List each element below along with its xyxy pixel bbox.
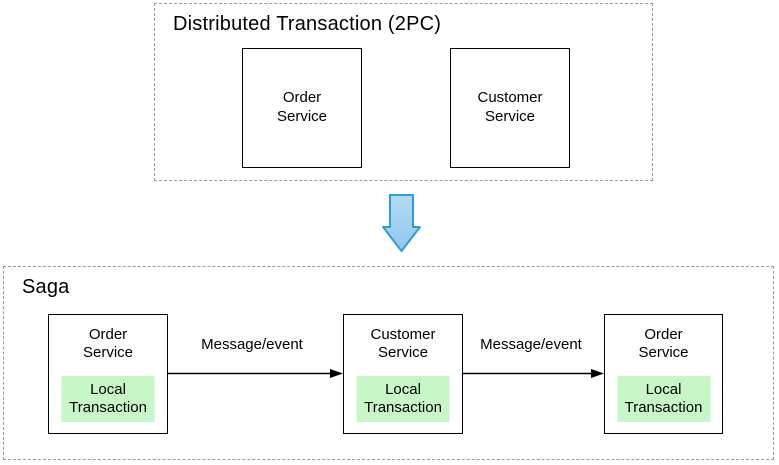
service-label: Order Service bbox=[638, 326, 689, 362]
two-pc-title: Distributed Transaction (2PC) bbox=[173, 13, 442, 35]
saga-container: Saga Order Service Local Transaction Mes… bbox=[3, 266, 774, 460]
service-label: Customer Service bbox=[477, 89, 543, 125]
two-pc-customer-service-box: Customer Service bbox=[450, 48, 570, 168]
local-transaction-label: Local Transaction bbox=[69, 381, 147, 416]
service-label: Order Service bbox=[82, 326, 134, 362]
edge-label-message-event-1: Message/event bbox=[201, 336, 303, 353]
saga-title: Saga bbox=[22, 276, 70, 298]
saga-order-service-box-1: Order Service Local Transaction bbox=[48, 314, 168, 434]
saga-customer-service-box: Customer Service Local Transaction bbox=[343, 314, 463, 434]
message-arrow-2 bbox=[463, 369, 604, 378]
saga-order-service-box-2: Order Service Local Transaction bbox=[604, 314, 723, 434]
two-pc-order-service-box: Order Service bbox=[242, 48, 362, 168]
local-transaction-box: Local Transaction bbox=[61, 376, 155, 422]
two-pc-container: Distributed Transaction (2PC) Order Serv… bbox=[154, 3, 653, 181]
edge-label-message-event-2: Message/event bbox=[480, 336, 582, 353]
local-transaction-label: Local Transaction bbox=[624, 381, 703, 416]
message-arrow-1 bbox=[168, 369, 343, 378]
local-transaction-box: Local Transaction bbox=[356, 376, 450, 422]
service-label: Customer Service bbox=[370, 326, 436, 362]
service-label: Order Service bbox=[276, 89, 328, 125]
down-arrow-icon bbox=[382, 194, 421, 252]
local-transaction-label: Local Transaction bbox=[364, 381, 442, 416]
local-transaction-box: Local Transaction bbox=[617, 376, 710, 422]
